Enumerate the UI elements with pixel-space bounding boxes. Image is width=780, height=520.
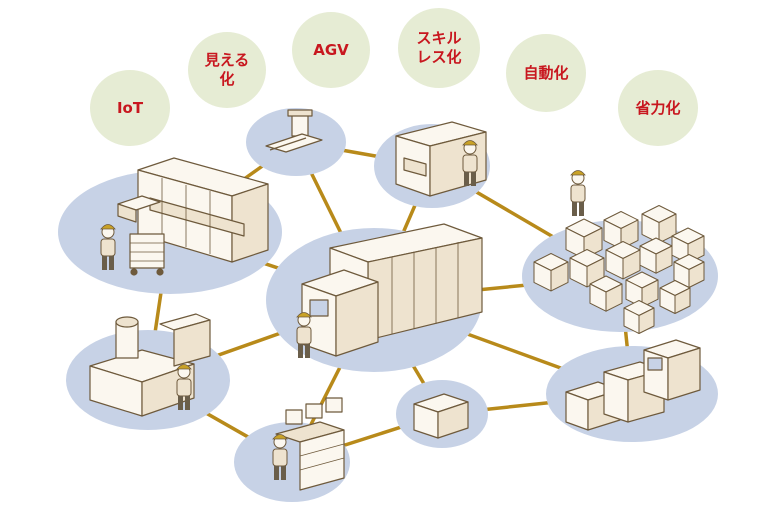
bubble-skill: スキル レス化 — [398, 8, 480, 88]
monitoring-desk-icon — [275, 397, 345, 491]
bubble-iot-label: IoT — [116, 98, 144, 117]
bubble-skill-label: スキル レス化 — [416, 29, 462, 66]
bubble-labor-saving: 省力化 — [618, 70, 698, 146]
machine-operator-icon — [301, 223, 483, 357]
bubble-labor-saving-label: 省力化 — [635, 98, 681, 117]
bubble-agv-label: AGV — [313, 40, 349, 59]
worker-icon — [570, 170, 586, 217]
bubble-automation-label: 自動化 — [523, 63, 569, 82]
bubble-visualization: 見える 化 — [188, 32, 266, 108]
forklift-icon — [265, 109, 323, 153]
bubble-iot: IoT — [90, 70, 170, 146]
printer-icon — [413, 393, 469, 439]
bubble-agv: AGV — [292, 12, 370, 88]
press-machine-icon — [89, 313, 211, 417]
terminal-machines-icon — [565, 339, 701, 431]
boxes-icon — [533, 205, 705, 334]
production-line-icon — [117, 157, 269, 276]
bubble-visualization-label: 見える 化 — [204, 51, 250, 88]
bubble-automation: 自動化 — [506, 34, 586, 112]
